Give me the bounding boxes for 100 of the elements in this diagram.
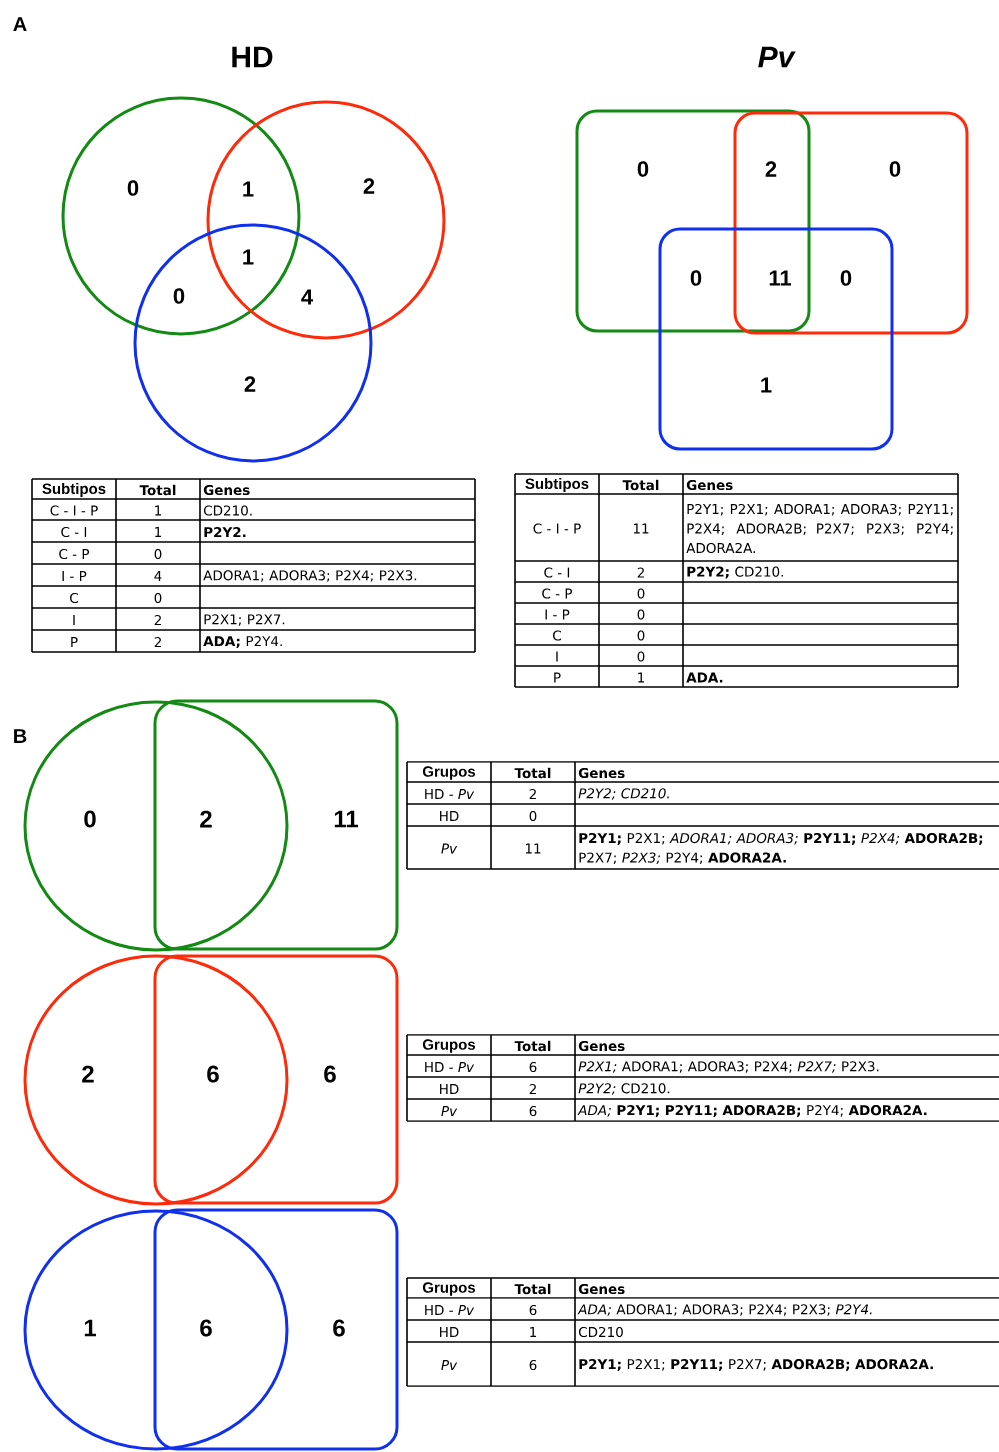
table-cell: C - P	[542, 588, 573, 599]
table-header: Genes	[686, 479, 733, 491]
table-header: Genes	[578, 767, 625, 779]
table-cell: 0	[637, 588, 645, 599]
region-count: 0	[637, 161, 649, 177]
table-cell: ADA; P2Y1; P2Y11; ADORA2B; P2Y4; ADORA2A.	[577, 1105, 927, 1117]
region-count: 0	[173, 288, 185, 304]
table-cell: P2Y1; P2X1; ADORA1; ADORA3; P2Y11; P2X4; ADORA2B; P2X7; P2X3; P2Y4; ADORA2A.	[579, 832, 983, 865]
table-cell: 0	[637, 651, 645, 662]
table-cell: ADA.	[686, 672, 723, 683]
table-cell: Pv	[441, 1106, 458, 1116]
table-cell: 2	[637, 567, 644, 578]
table-header: Genes	[578, 1283, 625, 1295]
region-count: 1	[761, 377, 772, 393]
table-cell: 1	[638, 672, 645, 683]
table-cell: 2	[529, 1084, 536, 1094]
region-count: 6	[324, 1065, 336, 1083]
table-cell: 6	[529, 1359, 537, 1371]
table-cell: C	[70, 592, 78, 604]
table-header: Total	[514, 1040, 551, 1052]
region-count: 6	[200, 1319, 212, 1337]
table-cell: P	[554, 672, 561, 683]
table-cell: C - I - P	[50, 505, 98, 516]
table-cell: C - I - P	[533, 523, 581, 534]
region-count: 6	[333, 1319, 345, 1337]
region-count: 0	[889, 161, 901, 177]
table-cell: 1	[155, 527, 162, 537]
region-count: 0	[840, 270, 852, 286]
table-cell: 6	[529, 1105, 537, 1117]
set-title: Pv	[758, 46, 796, 68]
region-count: 2	[244, 376, 256, 392]
region-count: 6	[207, 1065, 219, 1083]
table-header: Genes	[203, 484, 250, 496]
table-cell: C - P	[59, 548, 90, 560]
table-cell: P2Y2.	[204, 527, 246, 537]
region-count: 0	[127, 180, 139, 196]
table-cell: ADORA1; ADORA3; P2X4; P2X3.	[203, 570, 417, 582]
table-cell: CD210	[578, 1326, 623, 1338]
table-cell: C - I	[61, 526, 87, 538]
region-count: 2	[765, 161, 777, 177]
table-header: Total	[514, 767, 551, 779]
table-cell: I - P	[545, 609, 570, 620]
table-cell: HD	[440, 811, 459, 821]
table-cell: 0	[154, 548, 162, 560]
table-cell: 4	[154, 571, 162, 581]
table-header: Grupos	[422, 1282, 476, 1296]
table-cell: 0	[529, 810, 537, 822]
table-cell: 1	[530, 1327, 537, 1337]
region-count: 2	[82, 1065, 94, 1083]
table-cell: Pv	[441, 843, 458, 854]
table-cell: P2X1; ADORA1; ADORA3; P2X4; P2X7; P2X3.	[578, 1061, 879, 1073]
table-cell: I - P	[62, 571, 87, 581]
table-cell: HD - Pv	[425, 1062, 475, 1072]
region-count: 1	[243, 249, 254, 265]
region-count: 11	[334, 810, 358, 828]
table-cell: HD - Pv	[425, 789, 475, 799]
table-cell: P2Y2; CD210.	[578, 788, 669, 800]
table-cell: C	[553, 630, 561, 641]
table-cell: Pv	[441, 1360, 458, 1370]
table-cell: 11	[525, 843, 541, 854]
table-header: Total	[139, 484, 176, 496]
table-cell: P2Y2; CD210.	[578, 1083, 670, 1095]
table-cell: I	[73, 615, 75, 625]
region-count: 1	[243, 181, 254, 197]
table-header: Total	[514, 1283, 551, 1295]
table-cell: P2X1; P2X7.	[204, 614, 285, 626]
region-count: 2	[200, 810, 212, 828]
table-cell: 0	[637, 630, 645, 641]
table-cell: I	[556, 651, 558, 662]
table-cell: 0	[154, 592, 162, 604]
table-cell: HD	[440, 1084, 459, 1094]
table-header: Total	[622, 479, 659, 491]
region-count: 2	[363, 178, 375, 194]
table-cell: 2	[154, 637, 161, 647]
table-cell: HD - Pv	[425, 1305, 475, 1315]
table-cell: 0	[637, 609, 645, 620]
panel-letter: B	[14, 729, 27, 743]
table-header: Grupos	[422, 1039, 476, 1053]
table-cell: 11	[633, 523, 649, 534]
table-cell: CD210.	[203, 505, 252, 516]
set-title: HD	[232, 46, 273, 68]
table-cell: 6	[529, 1304, 537, 1316]
table-cell: C - I	[544, 567, 570, 578]
table-cell: ADA; ADORA1; ADORA3; P2X4; P2X3; P2Y4.	[577, 1304, 872, 1316]
table-cell: P	[71, 637, 78, 647]
panel-letter: A	[13, 17, 27, 31]
region-count: 4	[301, 289, 313, 305]
region-count: 11	[769, 270, 791, 286]
table-header: Genes	[578, 1040, 625, 1052]
table-cell: 1	[155, 505, 162, 516]
table-header: Subtipos	[42, 483, 106, 497]
table-cell: P2Y1; P2X1; P2Y11; P2X7; ADORA2B; ADORA2A.	[579, 1359, 933, 1371]
table-cell: 6	[529, 1061, 537, 1073]
region-count: 0	[84, 810, 96, 828]
table-cell: P2Y2; CD210.	[687, 566, 783, 579]
region-count: 1	[84, 1319, 96, 1337]
table-cell: P2Y1; P2X1; ADORA1; ADORA3; P2Y11; P2X4; ADORA2B; P2X7; P2X3; P2Y4; ADORA2A.	[686, 503, 953, 554]
table-header: Grupos	[422, 766, 476, 780]
table-cell: 2	[154, 615, 161, 625]
table-header: Subtipos	[525, 478, 589, 492]
